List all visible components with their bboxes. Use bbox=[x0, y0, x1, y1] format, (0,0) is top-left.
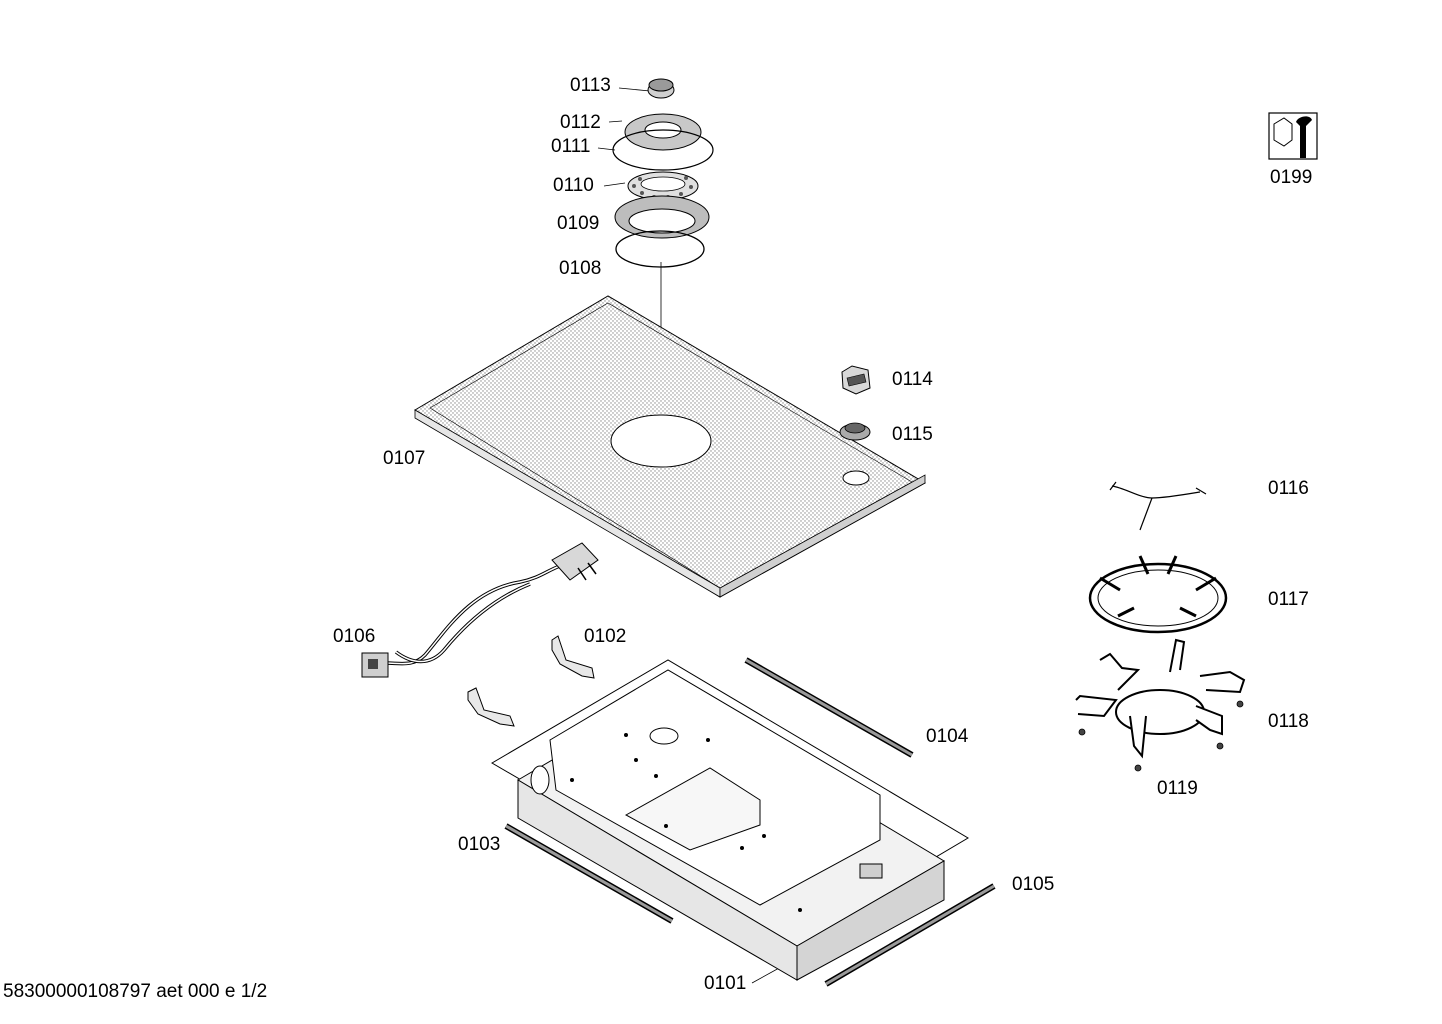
label-0111: 0111 bbox=[551, 136, 591, 157]
flame-spreader-0112 bbox=[624, 113, 702, 151]
label-0114: 0114 bbox=[892, 369, 933, 390]
mounting-bracket-0102 bbox=[467, 635, 595, 727]
label-0107: 0107 bbox=[383, 448, 426, 469]
label-0119: 0119 bbox=[1157, 778, 1198, 799]
burner-cap-0113 bbox=[647, 78, 675, 99]
burner-head-0110 bbox=[627, 171, 699, 201]
label-0106: 0106 bbox=[333, 626, 376, 647]
label-0113: 0113 bbox=[570, 75, 611, 96]
burner-body-0109 bbox=[614, 195, 710, 239]
label-0118: 0118 bbox=[1268, 711, 1309, 732]
bottom-housing-0101 bbox=[491, 659, 969, 981]
label-0105: 0105 bbox=[1012, 874, 1055, 895]
label-0199: 0199 bbox=[1270, 167, 1313, 188]
power-cable-0106 bbox=[361, 542, 599, 678]
tools-icon bbox=[1268, 112, 1318, 160]
label-0103: 0103 bbox=[458, 834, 501, 855]
label-0109: 0109 bbox=[557, 213, 600, 234]
pan-support-0117 bbox=[1088, 555, 1228, 634]
screws-0119 bbox=[1078, 700, 1244, 772]
knob-bezel-0115 bbox=[839, 422, 871, 441]
label-0115: 0115 bbox=[892, 424, 933, 445]
label-0117: 0117 bbox=[1268, 589, 1309, 610]
label-0116: 0116 bbox=[1268, 478, 1309, 499]
seal-strip-0105 bbox=[824, 883, 996, 987]
label-0101: 0101 bbox=[704, 973, 747, 994]
seal-strip-0103 bbox=[504, 823, 674, 924]
ring-0111 bbox=[612, 129, 714, 171]
grate-0118 bbox=[1075, 638, 1246, 759]
document-reference: 58300000108797 aet 000 e 1/2 bbox=[3, 981, 268, 1002]
top-plate-0107 bbox=[414, 295, 927, 598]
label-0110: 0110 bbox=[553, 175, 594, 196]
seal-strip-0104 bbox=[744, 657, 914, 758]
label-0102: 0102 bbox=[584, 626, 627, 647]
label-0108: 0108 bbox=[559, 258, 602, 279]
label-0104: 0104 bbox=[926, 726, 969, 747]
label-0112: 0112 bbox=[560, 112, 601, 133]
control-knob-0114 bbox=[841, 365, 871, 395]
wok-support-0116 bbox=[1109, 481, 1207, 531]
seal-ring-0108 bbox=[615, 230, 705, 268]
